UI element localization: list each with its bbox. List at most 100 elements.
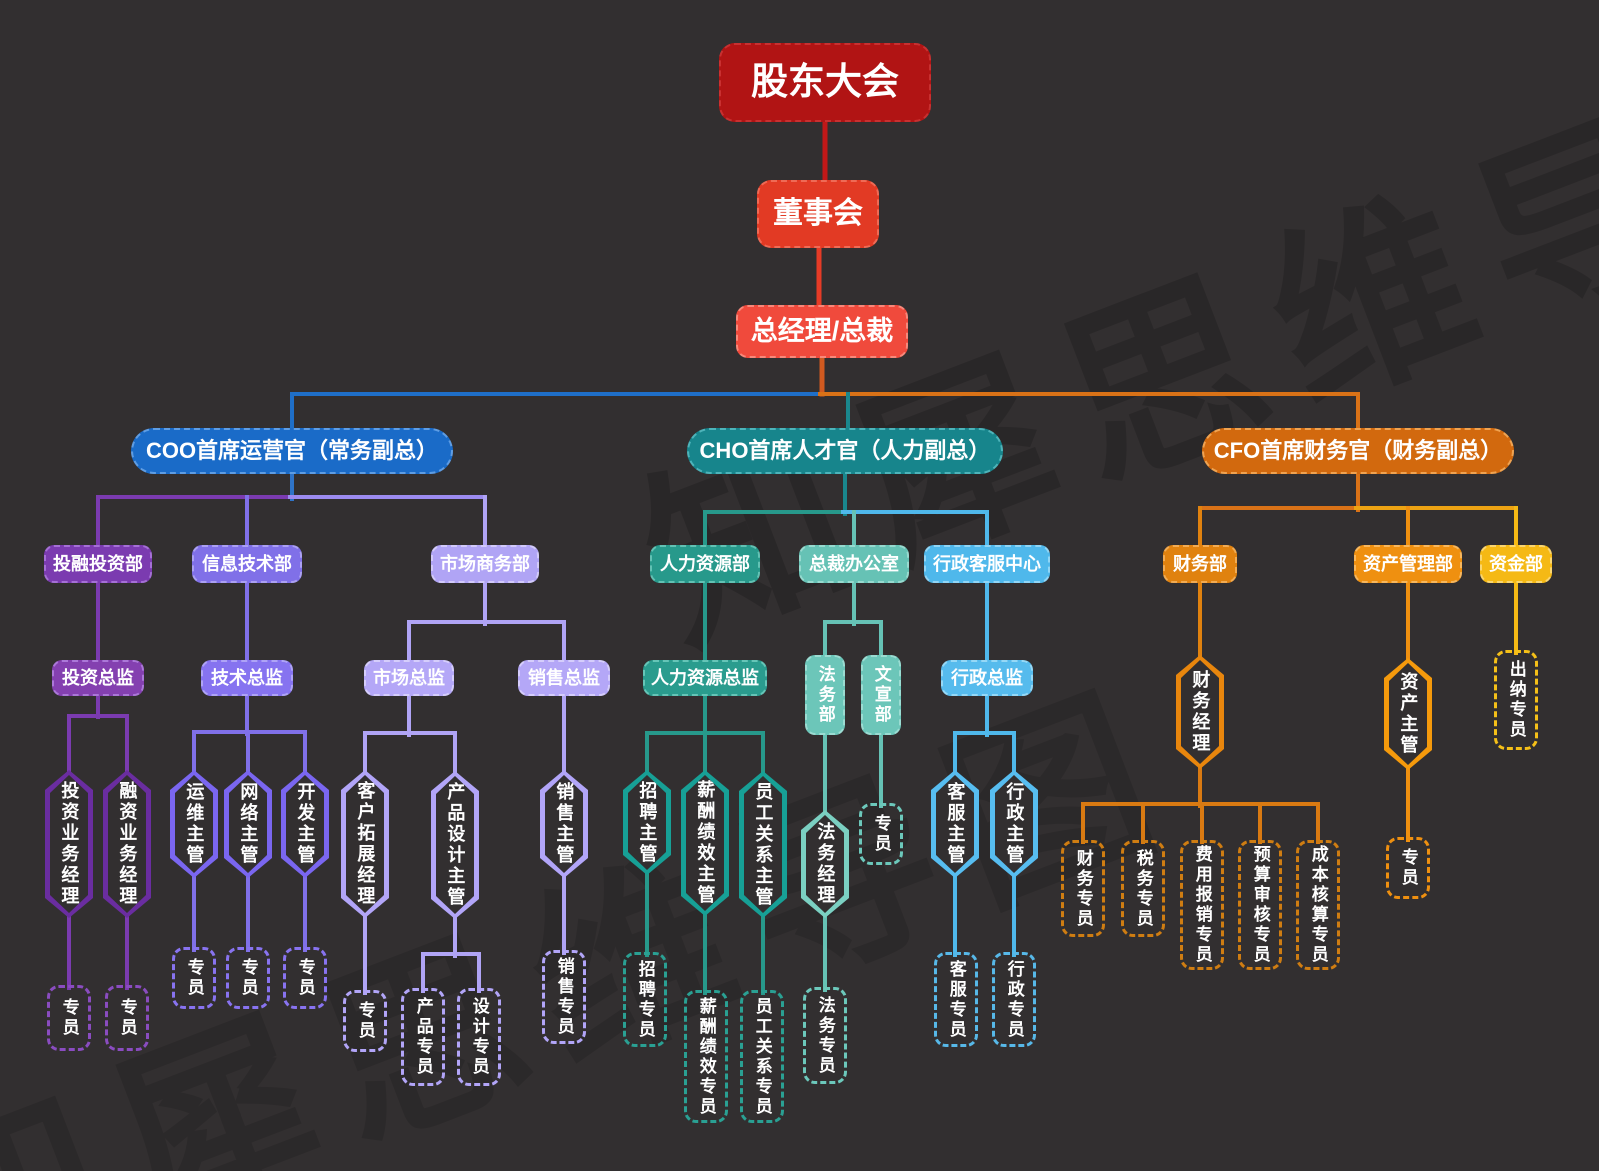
node-dept-asset-management[interactable]: 资产管理部	[1354, 545, 1462, 583]
node-tax-specialist[interactable]: 税务专员	[1121, 840, 1165, 937]
hex-body: 销售主管	[545, 775, 583, 873]
node-dept-treasury[interactable]: 资金部	[1480, 545, 1552, 583]
node-label: 投资总监	[62, 667, 134, 688]
node-label: 市场商务部	[440, 553, 530, 574]
hex-body: 行政主管	[995, 775, 1033, 873]
node-label: 资产管理部	[1363, 553, 1453, 574]
node-dept-finance[interactable]: 财务部	[1163, 545, 1237, 583]
node-sales-director[interactable]: 销售总监	[518, 660, 610, 696]
node-sales-specialist[interactable]: 销售专员	[542, 950, 586, 1044]
node-financing-business-manager[interactable]: 融资业务经理	[103, 770, 151, 918]
node-label: 董事会	[773, 196, 863, 230]
node-design-specialist[interactable]: 设计专员	[457, 988, 501, 1086]
node-admin-supervisor[interactable]: 行政主管	[990, 770, 1038, 878]
node-label: 薪酬绩效专员	[696, 996, 716, 1117]
node-publicity-specialist[interactable]: 专员	[859, 803, 903, 865]
node-investment-business-manager[interactable]: 投资业务经理	[45, 770, 93, 918]
node-label: 财务专员	[1073, 848, 1093, 929]
node-label: 产品设计主管	[445, 782, 466, 908]
node-label: 投资业务经理	[59, 781, 80, 907]
node-label: 信息技术部	[202, 553, 292, 574]
node-customer-service-supervisor[interactable]: 客服主管	[931, 770, 979, 878]
node-recruiting-specialist[interactable]: 招聘专员	[623, 952, 667, 1047]
node-network-supervisor[interactable]: 网络主管	[224, 770, 272, 878]
node-label: 财务经理	[1190, 670, 1211, 754]
node-board-of-directors[interactable]: 董事会	[757, 180, 879, 248]
node-customer-expansion-manager[interactable]: 客户拓展经理	[341, 770, 389, 918]
node-general-manager[interactable]: 总经理/总裁	[736, 305, 908, 358]
node-admin-specialist[interactable]: 行政专员	[992, 952, 1036, 1047]
node-coo[interactable]: COO首席运营官（常务副总）	[131, 428, 453, 474]
node-compensation-performance-supervisor[interactable]: 薪酬绩效主管	[681, 770, 729, 916]
node-marketing-director[interactable]: 市场总监	[364, 660, 454, 696]
node-label: 专员	[355, 1001, 375, 1041]
node-label: 行政主管	[1004, 782, 1025, 866]
node-ops-specialist[interactable]: 专员	[172, 947, 216, 1009]
node-dept-president-office[interactable]: 总裁办公室	[799, 545, 909, 583]
node-dept-it[interactable]: 信息技术部	[192, 545, 302, 583]
node-admin-director[interactable]: 行政总监	[941, 660, 1033, 696]
node-legal-manager[interactable]: 法务经理	[801, 810, 849, 918]
node-label: 专员	[1398, 848, 1418, 888]
node-label: 员工关系专员	[752, 996, 772, 1117]
node-publicity-dept[interactable]: 文宣部	[861, 655, 901, 735]
node-finance-specialist[interactable]: 财务专员	[1061, 840, 1105, 937]
node-label: 客服专员	[946, 959, 966, 1040]
node-hr-director[interactable]: 人力资源总监	[643, 660, 767, 696]
node-customer-service-specialist[interactable]: 客服专员	[934, 952, 978, 1047]
node-ops-supervisor[interactable]: 运维主管	[170, 770, 218, 878]
node-budget-review-specialist[interactable]: 预算审核专员	[1238, 840, 1282, 970]
node-label: 设计专员	[469, 997, 489, 1077]
node-label: 预算审核专员	[1250, 845, 1270, 965]
node-label: 运维主管	[184, 782, 205, 866]
node-tech-director[interactable]: 技术总监	[201, 660, 293, 696]
node-label: 销售专员	[554, 957, 574, 1037]
node-sales-supervisor[interactable]: 销售主管	[540, 770, 588, 878]
node-product-design-supervisor[interactable]: 产品设计主管	[431, 771, 479, 919]
node-dept-marketing-business[interactable]: 市场商务部	[431, 545, 539, 583]
node-expense-reimbursement-specialist[interactable]: 费用报销专员	[1180, 840, 1224, 970]
hex-body: 招聘主管	[628, 775, 666, 870]
node-label: 专员	[295, 958, 315, 998]
node-dept-hr[interactable]: 人力资源部	[650, 545, 760, 583]
node-legal-specialist[interactable]: 法务专员	[803, 987, 847, 1084]
node-investment-director[interactable]: 投资总监	[52, 660, 144, 696]
node-network-specialist[interactable]: 专员	[226, 947, 270, 1009]
hex-body: 开发主管	[286, 775, 324, 873]
node-cfo[interactable]: CFO首席财务官（财务副总）	[1202, 428, 1514, 474]
node-asset-supervisor[interactable]: 资产主管	[1384, 658, 1432, 770]
node-label: 总裁办公室	[809, 553, 899, 574]
node-investment-specialist[interactable]: 专员	[47, 985, 91, 1051]
node-dept-admin-service[interactable]: 行政客服中心	[924, 545, 1050, 583]
node-recruiting-supervisor[interactable]: 招聘主管	[623, 770, 671, 875]
node-label: 财务部	[1173, 553, 1227, 574]
node-employee-relations-supervisor[interactable]: 员工关系主管	[739, 771, 787, 918]
node-dev-specialist[interactable]: 专员	[283, 947, 327, 1009]
node-dept-investment-financing[interactable]: 投融投资部	[44, 545, 152, 583]
node-label: 开发主管	[295, 782, 316, 866]
node-label: 人力资源部	[660, 553, 750, 574]
node-cost-accounting-specialist[interactable]: 成本核算专员	[1296, 840, 1340, 970]
hex-body: 法务经理	[806, 815, 844, 913]
node-product-specialist[interactable]: 产品专员	[401, 988, 445, 1086]
node-cho[interactable]: CHO首席人才官（人力副总）	[687, 428, 1003, 474]
node-shareholders-meeting[interactable]: 股东大会	[719, 43, 931, 122]
node-label: 文宣部	[871, 665, 891, 725]
hex-body: 产品设计主管	[436, 776, 474, 914]
node-employee-relations-specialist[interactable]: 员工关系专员	[740, 990, 784, 1123]
hex-body: 运维主管	[175, 775, 213, 873]
node-compensation-performance-specialist[interactable]: 薪酬绩效专员	[684, 990, 728, 1123]
node-asset-specialist[interactable]: 专员	[1386, 837, 1430, 899]
node-label: 法务专员	[815, 995, 835, 1076]
node-dev-supervisor[interactable]: 开发主管	[281, 770, 329, 878]
node-finance-manager[interactable]: 财务经理	[1176, 655, 1224, 769]
hex-body: 员工关系主管	[744, 776, 782, 913]
node-legal-affairs-dept[interactable]: 法务部	[805, 655, 845, 735]
node-financing-specialist[interactable]: 专员	[105, 985, 149, 1051]
hex-body: 客户拓展经理	[346, 775, 384, 913]
node-label: CFO首席财务官（财务副总）	[1213, 438, 1503, 464]
node-customer-expansion-specialist[interactable]: 专员	[343, 990, 387, 1052]
node-label: 法务部	[815, 665, 835, 725]
node-cashier-specialist[interactable]: 出纳专员	[1494, 650, 1538, 750]
